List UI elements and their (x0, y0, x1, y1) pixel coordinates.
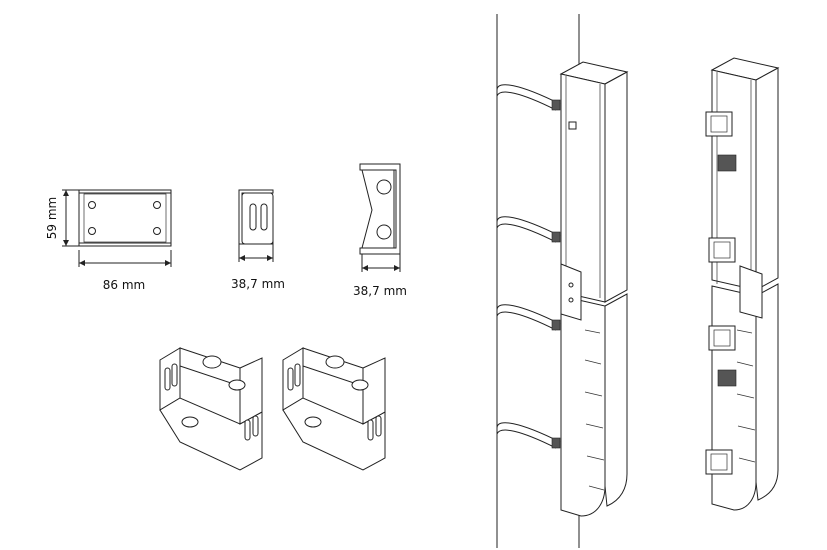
bracket-side-view (238, 189, 274, 262)
speaker-column-pole-mounted (496, 61, 629, 517)
top-width-label: 38,7 mm (353, 284, 407, 298)
bracket-front-view (62, 189, 172, 267)
front-height-label: 59 mm (45, 197, 59, 239)
speaker-column-standalone (705, 57, 780, 511)
bracket-isometric-right (282, 347, 386, 471)
front-width-label: 86 mm (103, 278, 145, 292)
bracket-top-view (359, 163, 401, 272)
side-width-label: 38,7 mm (231, 277, 285, 291)
bracket-isometric-left (159, 347, 263, 471)
